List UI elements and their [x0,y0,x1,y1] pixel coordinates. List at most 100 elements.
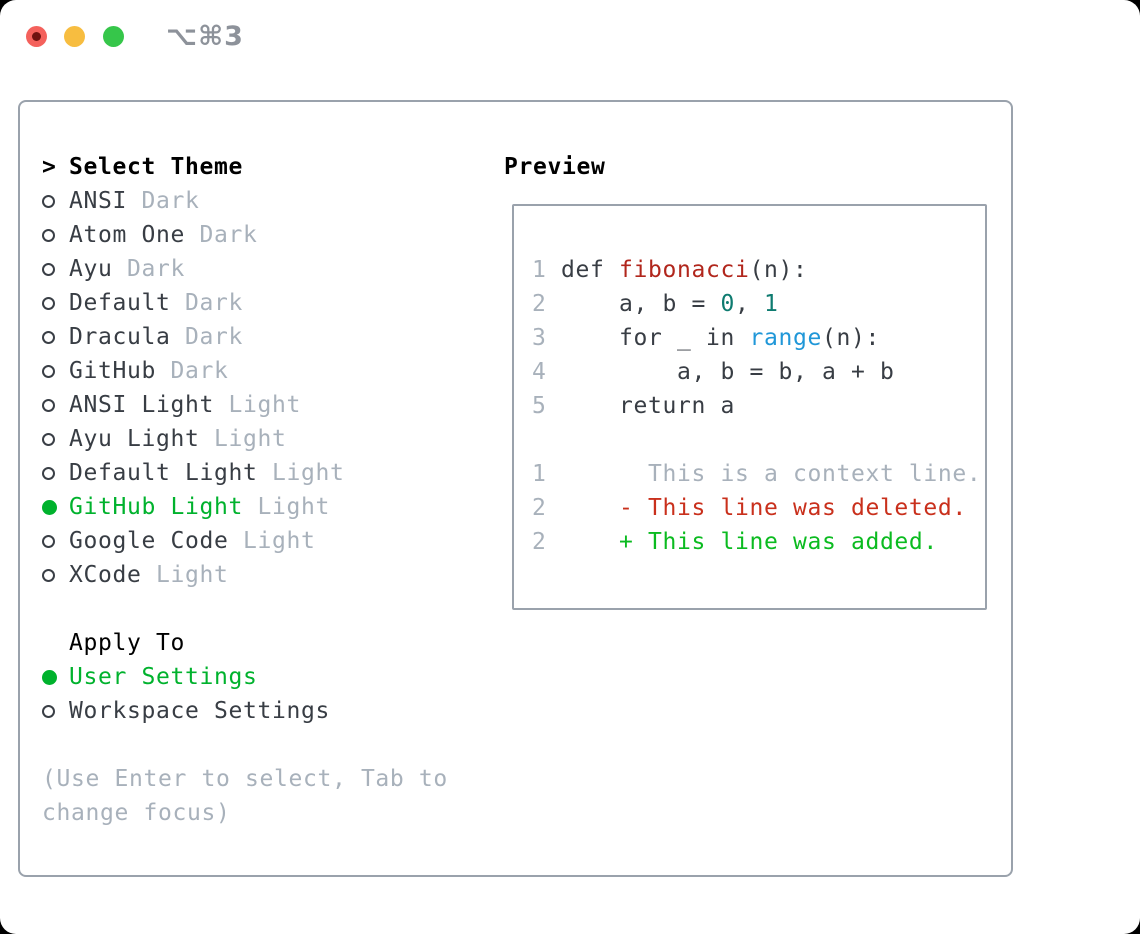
radio-icon[interactable] [42,330,55,344]
code-segment: a, b = [561,291,721,317]
marker-cell [42,432,69,446]
theme-variant: Light [213,426,287,452]
gutter-gap [547,495,562,521]
theme-variant: Dark [184,290,243,316]
marker-cell [42,296,69,310]
radio-icon[interactable] [42,466,55,480]
theme-option[interactable]: GitHub Dark [42,354,492,388]
separator [113,256,128,282]
line-number: 1 [532,257,547,283]
theme-name: ANSI [69,188,127,214]
minimize-button[interactable] [64,26,85,47]
separator [214,392,229,418]
gutter-gap [547,393,562,419]
preview-line: 2 + This line was added. [532,525,985,559]
theme-variant: Dark [199,222,258,248]
marker-cell [42,534,69,548]
apply-option-label: Workspace Settings [69,698,330,724]
theme-name: Google Code [69,528,229,554]
separator [156,358,171,384]
theme-variant: Light [257,494,330,520]
radio-icon[interactable] [42,534,55,548]
theme-option[interactable]: Atom One Dark [42,218,492,252]
separator [243,494,258,520]
separator [142,562,157,588]
apply-to-header: Apply To [42,626,492,660]
preview-line: 5 return a [532,389,985,423]
theme-name: Dracula [69,324,171,350]
theme-name: GitHub Light [69,494,243,520]
separator [228,528,243,554]
close-button[interactable] [26,26,47,47]
radio-icon[interactable] [42,228,55,242]
gutter-gap [547,325,562,351]
theme-option[interactable]: Google Code Light [42,524,492,558]
marker-cell [42,262,69,276]
marker-cell [42,499,69,515]
theme-name: Default [69,290,171,316]
theme-name: XCode [69,562,142,588]
hint-text: (Use Enter to select, Tab to change focu… [42,766,448,826]
radio-icon[interactable] [42,432,55,446]
radio-icon[interactable] [42,568,55,582]
select-theme-header: > Select Theme [42,150,492,184]
code-segment: fibonacci [619,257,750,283]
radio-icon[interactable] [42,194,55,208]
radio-icon[interactable] [42,296,55,310]
marker-cell [42,194,69,208]
marker-cell [42,398,69,412]
marker-cell [42,669,69,685]
gutter-gap [547,461,562,487]
apply-option[interactable]: Workspace Settings [42,694,492,728]
theme-option[interactable]: GitHub Light Light [42,490,492,524]
select-theme-title: Select Theme [69,154,243,180]
separator [185,222,200,248]
code-segment: a, b = b, a + b [561,359,895,385]
preview-line: 2 a, b = 0, 1 [532,287,985,321]
prompt-marker-icon: > [42,154,57,180]
radio-icon[interactable] [42,398,55,412]
preview-line [532,423,985,457]
theme-option[interactable]: Dracula Dark [42,320,492,354]
theme-option[interactable]: ANSI Light Light [42,388,492,422]
theme-option[interactable]: Ayu Light Light [42,422,492,456]
line-number: 2 [532,291,547,317]
gutter-gap [547,291,562,317]
theme-option[interactable]: XCode Light [42,558,492,592]
code-segment: return a [561,393,735,419]
radio-selected-icon[interactable] [42,499,57,515]
radio-icon[interactable] [42,364,55,378]
marker-cell [42,568,69,582]
separator [170,290,185,316]
zoom-button[interactable] [103,26,124,47]
code-segment: (n): [749,257,808,283]
separator [199,426,214,452]
theme-option[interactable]: Ayu Dark [42,252,492,286]
separator [170,324,185,350]
line-number: 3 [532,325,547,351]
theme-name: Ayu Light [69,426,200,452]
gutter-gap [547,257,562,283]
code-segment: , [734,291,764,317]
radio-icon[interactable] [42,704,55,718]
theme-name: ANSI Light [69,392,214,418]
code-segment: + This line was added. [561,529,938,555]
marker-cell [42,228,69,242]
apply-option[interactable]: User Settings [42,660,492,694]
marker-cell [42,330,69,344]
preview-line: 1 def fibonacci(n): [532,253,985,287]
preview-line: 3 for _ in range(n): [532,321,985,355]
separator [127,188,142,214]
code-segment: 0 [720,291,735,317]
theme-option[interactable]: ANSI Dark [42,184,492,218]
preview-title: Preview [504,154,606,180]
code-segment: for _ in [561,325,750,351]
radio-icon[interactable] [42,262,55,276]
theme-option[interactable]: Default Dark [42,286,492,320]
radio-selected-icon[interactable] [42,669,57,685]
theme-option[interactable]: Default Light Light [42,456,492,490]
